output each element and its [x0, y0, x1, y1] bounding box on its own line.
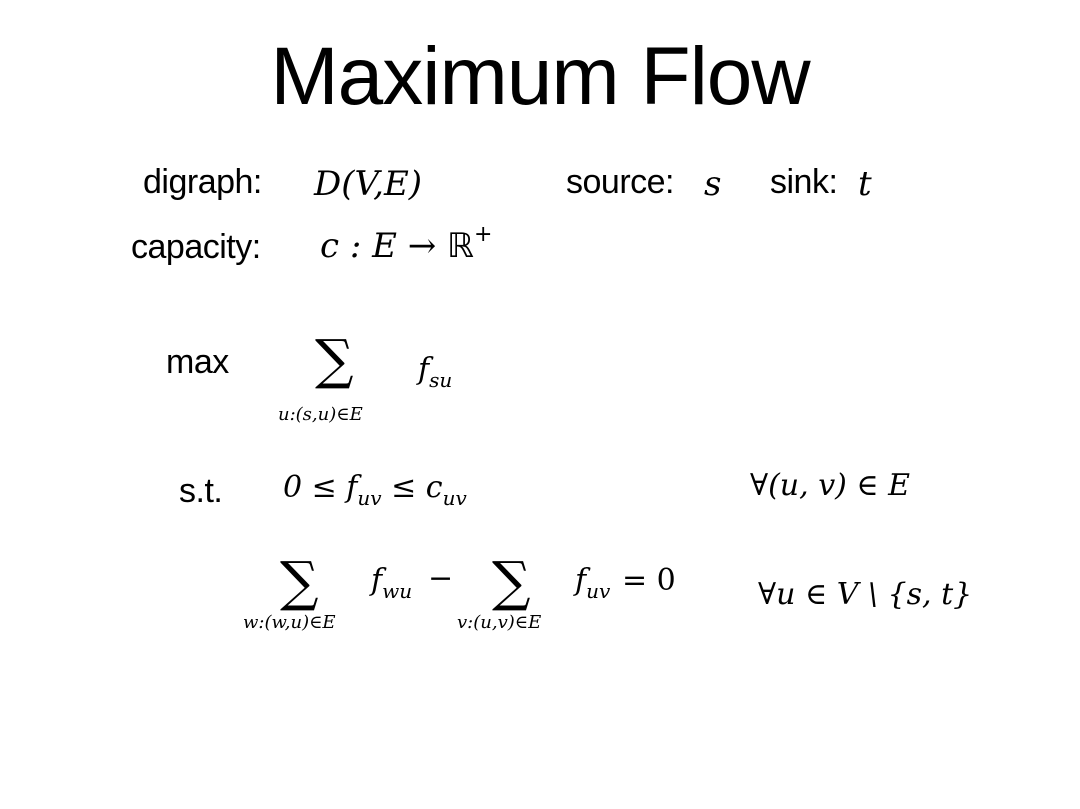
capacity-label: capacity: [131, 228, 261, 266]
objective-sum-index: u:(s,u)∈E [278, 404, 363, 425]
source-symbol: s [704, 164, 722, 204]
inflow-term-sub: wu [382, 579, 413, 603]
objective-term-sub: su [429, 368, 453, 392]
outflow-sum-symbol: ∑ [492, 550, 531, 613]
minus-sign: − [428, 561, 454, 596]
digraph-expression: D(V,E) [314, 164, 423, 204]
outflow-term-sub: uv [586, 579, 611, 603]
objective-sum-symbol: ∑ [315, 328, 354, 391]
digraph-label: digraph: [143, 163, 262, 201]
objective-label: max [166, 343, 229, 381]
flow-subscript: uv [357, 486, 382, 510]
outflow-sum-index: v:(u,v)∈E [457, 612, 542, 633]
capacity-mapping: c : E → [320, 226, 448, 266]
sink-label: sink: [770, 163, 838, 201]
capacity-constraint: 0 ≤ fuv ≤ cuv [283, 470, 467, 510]
inflow-term-f: f [371, 563, 383, 598]
capacity-constraint-upper: ≤ c [381, 470, 443, 505]
subject-to-label: s.t. [179, 472, 223, 510]
real-numbers-symbol: ℝ [447, 226, 474, 266]
inflow-term: fwu [371, 563, 412, 603]
capacity-constraint-lower: 0 ≤ f [283, 470, 358, 505]
objective-term: fsu [418, 352, 452, 392]
outflow-term-f: f [575, 563, 587, 598]
sink-symbol: t [858, 164, 872, 204]
inflow-sum-symbol: ∑ [280, 550, 319, 613]
source-label: source: [566, 163, 675, 201]
capacity-subscript: uv [442, 486, 467, 510]
objective-term-f: f [418, 352, 430, 387]
inflow-sum-index: w:(w,u)∈E [243, 612, 336, 633]
capacity-expression: c : E → ℝ+ [320, 222, 492, 266]
equals-zero: = 0 [622, 563, 676, 598]
positive-superscript: + [473, 222, 493, 247]
conservation-quantifier: ∀u ∈ V \ {s, t} [758, 577, 973, 612]
capacity-constraint-quantifier: ∀(u, v) ∈ E [750, 468, 911, 503]
slide-title: Maximum Flow [270, 31, 810, 122]
outflow-term: fuv [575, 563, 610, 603]
